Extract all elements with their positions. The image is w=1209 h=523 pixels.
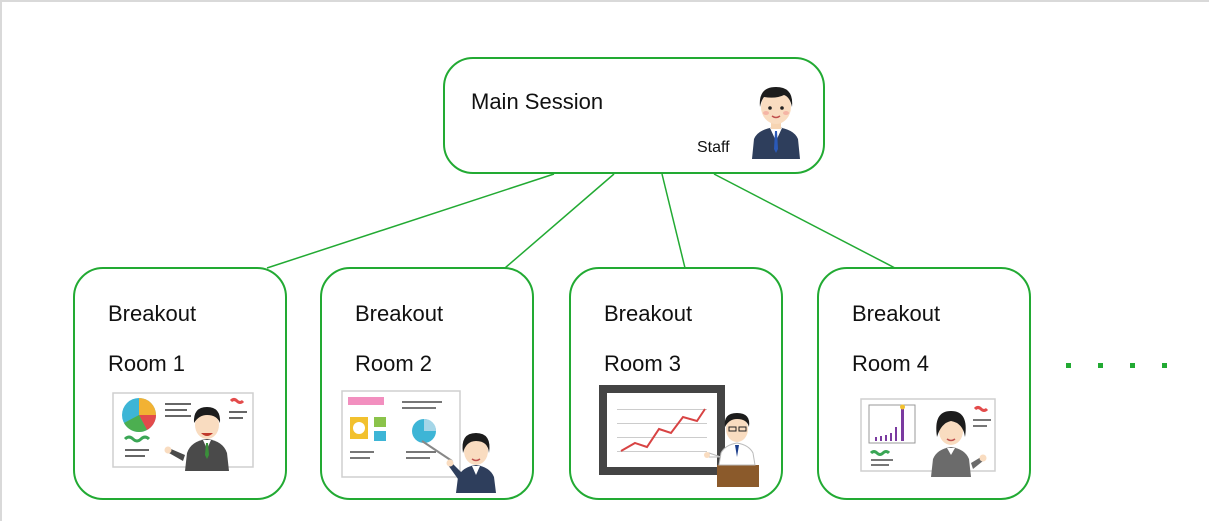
connector-line-room-3: [661, 173, 686, 269]
room-4-label-line1: Breakout: [852, 301, 941, 326]
more-rooms-dots: [1066, 363, 1167, 368]
room-3-label-line2: Room 3: [604, 351, 682, 376]
room-2-label-line2: Room 2: [355, 351, 433, 376]
connector-line-room-2: [504, 173, 615, 269]
presenter-pointer-board-icon: [341, 390, 496, 493]
breakout-room-1-box: Breakout Room 1: [73, 267, 287, 500]
main-session-title: Main Session: [471, 89, 604, 114]
breakout-room-3-box: Breakout Room 3: [569, 267, 783, 500]
room-3-label-line1: Breakout: [604, 301, 693, 326]
presenter-line-chart-board-icon: [599, 385, 759, 487]
room-1-label-line2: Room 1: [108, 351, 186, 376]
main-session-box: Main Session Staff: [443, 57, 825, 174]
presenter-pie-chart-board-icon: [112, 392, 254, 471]
connector-line-room-4: [713, 173, 896, 269]
room-1-label-line1: Breakout: [108, 301, 197, 326]
breakout-room-2-box: Breakout Room 2: [320, 267, 534, 500]
staff-person-icon: [752, 87, 800, 159]
staff-label: Staff: [697, 139, 730, 156]
connector-line-room-1: [266, 173, 555, 269]
presenter-bar-chart-board-icon: [860, 398, 996, 477]
room-2-label-line1: Breakout: [355, 301, 444, 326]
room-4-label-line2: Room 4: [852, 351, 930, 376]
breakout-room-4-box: Breakout Room 4: [817, 267, 1031, 500]
